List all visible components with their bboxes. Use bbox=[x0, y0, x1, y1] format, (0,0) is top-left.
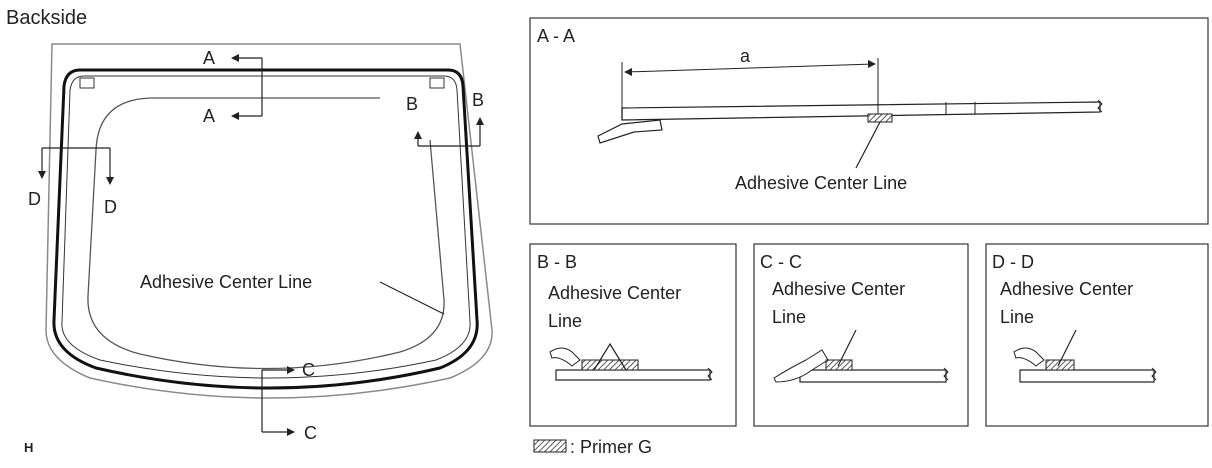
dd-callout-line2: Line bbox=[1000, 307, 1034, 327]
marker-c-top: C bbox=[302, 360, 315, 380]
section-marker-d: D D bbox=[28, 147, 117, 217]
corner-code: H bbox=[24, 440, 33, 455]
marker-b-right: B bbox=[472, 90, 484, 110]
bb-primer bbox=[581, 359, 639, 371]
dd-clip bbox=[1013, 347, 1045, 367]
dd-callout-line1: Adhesive Center bbox=[1000, 279, 1133, 299]
section-dd-title: D - D bbox=[992, 252, 1034, 272]
bb-callout-line1: Adhesive Center bbox=[548, 283, 681, 303]
glass-edge bbox=[52, 68, 479, 390]
aa-molding bbox=[597, 119, 663, 144]
main-callout-leader bbox=[379, 281, 445, 315]
aa-callout: Adhesive Center Line bbox=[735, 173, 907, 193]
legend-text: : Primer G bbox=[570, 437, 652, 457]
section-marker-c: C C bbox=[261, 360, 317, 443]
cc-glass bbox=[799, 369, 947, 383]
legend: : Primer G bbox=[533, 437, 652, 457]
section-aa-panel: A - A a Adhesive Center Line bbox=[529, 17, 1209, 225]
glass-inner-edge bbox=[61, 75, 471, 379]
cc-callout-line2: Line bbox=[772, 307, 806, 327]
marker-c-bottom: C bbox=[304, 423, 317, 443]
marker-d-left: D bbox=[28, 189, 41, 209]
aa-primer bbox=[867, 113, 893, 123]
aa-glass bbox=[621, 101, 1101, 121]
dd-glass bbox=[1019, 369, 1155, 383]
adhesive-center-line-path bbox=[87, 97, 445, 370]
section-bb-panel: B - B Adhesive Center Line bbox=[529, 243, 737, 427]
bb-glass bbox=[555, 369, 711, 381]
hatched-primer-swatch-icon bbox=[533, 439, 567, 453]
section-marker-b: B B bbox=[406, 90, 484, 147]
section-cc-title: C - C bbox=[760, 252, 802, 272]
dd-primer bbox=[1045, 359, 1075, 371]
section-dd-panel: D - D Adhesive Center Line bbox=[985, 243, 1209, 427]
corner-mark-right bbox=[429, 77, 445, 89]
marker-b-left: B bbox=[406, 94, 418, 114]
main-adhesive-callout: Adhesive Center Line bbox=[140, 272, 312, 292]
view-label: Backside bbox=[6, 7, 87, 29]
section-cc-panel: C - C Adhesive Center Line bbox=[753, 243, 969, 427]
bb-callout-line2: Line bbox=[548, 311, 582, 331]
section-aa-title: A - A bbox=[537, 26, 575, 46]
main-view: Backside A A B B bbox=[6, 7, 493, 455]
marker-a-bottom: A bbox=[203, 106, 215, 126]
outer-contour bbox=[45, 43, 493, 399]
corner-mark-left bbox=[79, 77, 95, 89]
section-bb-title: B - B bbox=[537, 252, 577, 272]
section-marker-a: A A bbox=[203, 48, 263, 126]
cc-callout-line1: Adhesive Center bbox=[772, 279, 905, 299]
aa-dimension-label: a bbox=[740, 46, 751, 66]
bb-clip bbox=[549, 347, 581, 367]
marker-d-right: D bbox=[104, 197, 117, 217]
marker-a-top: A bbox=[203, 48, 215, 68]
